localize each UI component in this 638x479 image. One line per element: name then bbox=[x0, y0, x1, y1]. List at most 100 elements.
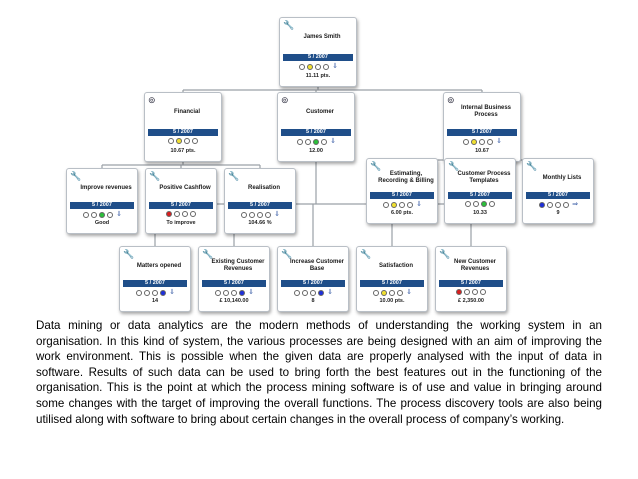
node-period: 5 / 2007 bbox=[526, 192, 590, 199]
node-value: 10.67 bbox=[475, 148, 489, 154]
arrow-down-icon[interactable]: ⇓ bbox=[496, 138, 502, 145]
status-light-2 bbox=[547, 202, 554, 208]
status-light-1 bbox=[241, 212, 248, 218]
status-light-3 bbox=[310, 290, 317, 296]
status-light-4 bbox=[190, 211, 196, 217]
status-light-4 bbox=[107, 212, 114, 218]
status-light-2 bbox=[174, 211, 180, 217]
status-light-3 bbox=[257, 212, 264, 218]
status-light-4 bbox=[397, 290, 404, 296]
node-value: 8 bbox=[311, 298, 315, 304]
node-period: 5 / 2007 bbox=[360, 280, 424, 287]
status-light-1 bbox=[463, 139, 470, 145]
status-light-4 bbox=[265, 212, 272, 218]
status-light-1 bbox=[465, 201, 471, 207]
node-value: To improve bbox=[166, 220, 196, 226]
status-light-4 bbox=[239, 290, 246, 296]
status-light-1 bbox=[297, 139, 304, 145]
status-light-1 bbox=[456, 289, 462, 295]
binoculars-icon: ⊚ bbox=[447, 95, 455, 105]
status-light-1 bbox=[299, 64, 306, 70]
arrow-down-icon[interactable]: ⇓ bbox=[116, 211, 122, 218]
status-light-1 bbox=[168, 138, 174, 144]
node-title: Existing Customer Revenues bbox=[211, 259, 265, 272]
wrench-icon: 🔧 bbox=[439, 249, 451, 259]
status-lights: ⇓ bbox=[367, 201, 437, 209]
arrow-down-icon[interactable]: ⇓ bbox=[274, 211, 280, 218]
status-light-2 bbox=[473, 201, 479, 207]
status-lights: ⇒ bbox=[523, 201, 593, 209]
arrow-down-icon[interactable]: ⇓ bbox=[332, 63, 338, 70]
status-lights: ⇓ bbox=[357, 289, 427, 297]
status-lights: ⇓ bbox=[278, 289, 348, 297]
status-light-3 bbox=[231, 290, 238, 296]
wrench-icon: 🔧 bbox=[228, 171, 240, 181]
status-lights: ⇓ bbox=[199, 289, 269, 297]
status-light-3 bbox=[472, 289, 478, 295]
arrow-right-icon[interactable]: ⇒ bbox=[572, 201, 578, 208]
status-light-2 bbox=[464, 289, 470, 295]
status-light-1 bbox=[539, 202, 546, 208]
status-light-4 bbox=[487, 139, 494, 145]
status-light-4 bbox=[407, 202, 414, 208]
node-title: Satisfaction bbox=[378, 262, 413, 269]
status-light-2 bbox=[223, 290, 230, 296]
status-light-1 bbox=[383, 202, 390, 208]
wrench-icon: 🔧 bbox=[202, 249, 214, 259]
node-period: 5 / 2007 bbox=[202, 280, 266, 287]
wrench-icon: 🔧 bbox=[370, 161, 382, 171]
node-value: 6.00 pts. bbox=[390, 210, 413, 216]
wrench-icon: 🔧 bbox=[283, 20, 295, 30]
node-title: Monthly Lists bbox=[542, 174, 582, 181]
node-value: 10.33 bbox=[473, 210, 487, 216]
node-period: 5 / 2007 bbox=[283, 54, 353, 61]
status-lights: ⇓ bbox=[225, 211, 295, 219]
status-light-2 bbox=[176, 138, 182, 144]
status-light-4 bbox=[321, 139, 328, 145]
node-period: 5 / 2007 bbox=[70, 202, 134, 209]
wrench-icon: 🔧 bbox=[149, 171, 161, 181]
status-light-2 bbox=[302, 290, 309, 296]
wrench-icon: 🔧 bbox=[281, 249, 293, 259]
arrow-down-icon[interactable]: ⇓ bbox=[416, 201, 422, 208]
node-title: New Customer Revenues bbox=[453, 259, 496, 272]
status-light-3 bbox=[399, 202, 406, 208]
status-lights: ⇓ bbox=[67, 211, 137, 219]
status-light-2 bbox=[144, 290, 151, 296]
node-title: Improve revenues bbox=[80, 184, 132, 191]
arrow-down-icon[interactable]: ⇓ bbox=[169, 289, 175, 296]
node-period: 5 / 2007 bbox=[370, 192, 434, 199]
status-light-3 bbox=[479, 139, 486, 145]
description-paragraph: Data mining or data analytics are the mo… bbox=[36, 319, 602, 426]
status-light-1 bbox=[294, 290, 301, 296]
status-light-2 bbox=[91, 212, 98, 218]
arrow-down-icon[interactable]: ⇓ bbox=[406, 289, 412, 296]
node-title: Internal Business Process bbox=[460, 105, 511, 118]
status-light-1 bbox=[83, 212, 90, 218]
binoculars-icon: ⊚ bbox=[281, 95, 289, 105]
node-title: Increase Customer Base bbox=[289, 259, 345, 272]
arrow-down-icon[interactable]: ⇓ bbox=[330, 138, 336, 145]
status-lights: ⇓ bbox=[444, 138, 520, 146]
arrow-down-icon[interactable]: ⇓ bbox=[248, 289, 254, 296]
node-period: 5 / 2007 bbox=[123, 280, 187, 287]
arrow-down-icon[interactable]: ⇓ bbox=[327, 289, 333, 296]
binoculars-icon: ⊚ bbox=[148, 95, 156, 105]
status-light-3 bbox=[389, 290, 396, 296]
